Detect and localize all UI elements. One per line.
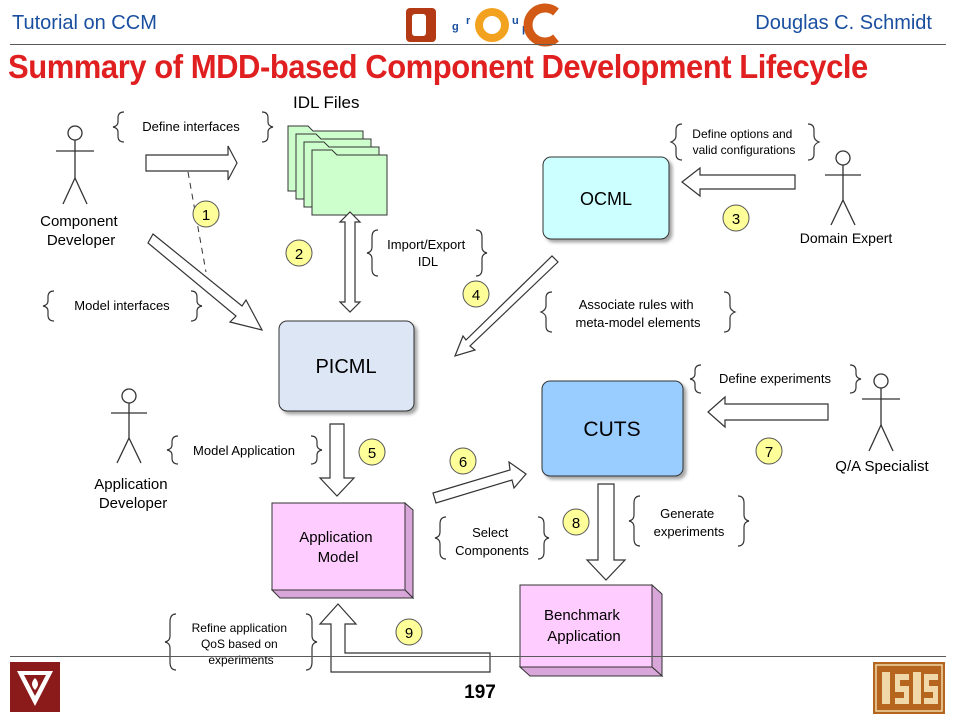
step-number-9: 9 (405, 625, 413, 642)
step-number-5: 5 (368, 445, 376, 462)
step-circle-1 (192, 200, 220, 228)
application-model-label: Application Model (299, 529, 377, 566)
step-number-8: 8 (572, 515, 580, 532)
benchmark-application-label: Benchmark Application (544, 607, 624, 645)
brace-import-export (366, 229, 488, 277)
brace-generate-experiments (628, 495, 750, 547)
select-components-text: Select Components (455, 525, 529, 558)
define-experiments-text: Define experiments (719, 371, 831, 386)
step-circle-2 (285, 239, 313, 267)
brace-define-experiments (689, 364, 862, 394)
brace-define-options (669, 123, 821, 161)
component-developer-figure (56, 125, 94, 205)
define-options-text: Define options and valid configurations (692, 127, 795, 157)
application-model-box (270, 501, 415, 600)
step-markers: 1 2 3 4 5 6 7 8 9 (192, 200, 783, 646)
step-circle-7 (755, 437, 783, 465)
arrow-cuts-to-benchmark (585, 483, 627, 581)
step-number-7: 7 (765, 444, 773, 461)
arrow-idl-picml-bidirectional (338, 211, 362, 313)
generate-experiments-text: Generate experiments (654, 506, 725, 539)
picml-box (278, 320, 415, 412)
header-rule (10, 44, 946, 45)
dashed-line-step1 (187, 171, 207, 273)
page-number: 197 (464, 682, 496, 703)
step-number-3: 3 (732, 211, 740, 228)
step-circle-9 (395, 618, 423, 646)
header-author: Douglas C. Schmidt (755, 12, 932, 34)
refine-application-text: Refine application QoS based on experime… (192, 621, 291, 667)
svg-text:r: r (466, 15, 471, 27)
arrow-appmodel-to-cuts (432, 460, 527, 504)
doc-group-logo: g r u p (406, 3, 559, 47)
step-number-4: 4 (472, 287, 480, 304)
step-number-2: 2 (295, 246, 303, 263)
arrow-ocml-to-picml (453, 255, 559, 357)
qa-specialist-figure (862, 373, 900, 452)
application-developer-label: Application Developer (94, 476, 172, 512)
brace-model-interfaces (42, 290, 203, 322)
cuts-label: CUTS (583, 418, 640, 441)
component-developer-label: Component Developer (40, 213, 122, 249)
svg-text:g: g (452, 21, 459, 33)
idl-files-icon (287, 125, 388, 216)
step-circle-3 (722, 204, 750, 232)
ocml-box (542, 156, 670, 240)
step-circle-5 (358, 438, 386, 466)
brace-associate-rules (539, 291, 737, 333)
define-interfaces-text: Define interfaces (142, 119, 240, 134)
arrow-developer-to-picml (147, 233, 264, 331)
university-logo (10, 662, 60, 712)
domain-expert-figure (825, 150, 861, 226)
import-export-text: Import/Export IDL (387, 237, 469, 269)
svg-text:u: u (512, 15, 519, 27)
page-title: Summary of MDD-based Component Developme… (8, 48, 868, 85)
step-circle-8 (562, 508, 590, 536)
model-application-text: Model Application (193, 443, 295, 458)
step-number-6: 6 (459, 454, 467, 471)
brace-refine-application (164, 613, 318, 671)
model-interfaces-text: Model interfaces (74, 298, 170, 313)
picml-label: PICML (315, 356, 376, 378)
arrow-picml-to-appmodel (318, 423, 356, 497)
step-number-1: 1 (202, 207, 210, 224)
domain-expert-label: Domain Expert (800, 230, 893, 246)
header-course-title: Tutorial on CCM (12, 12, 157, 34)
benchmark-application-box (518, 583, 664, 678)
application-developer-figure (111, 388, 147, 464)
isis-logo (873, 662, 945, 714)
step-circle-6 (449, 447, 477, 475)
arrow-benchmark-feedback (318, 603, 491, 673)
ocml-label: OCML (580, 189, 632, 209)
brace-select-components (434, 516, 550, 560)
cuts-box (541, 380, 684, 477)
arrow-developer-to-idl (145, 145, 238, 181)
arrow-domain-expert-to-ocml (681, 166, 796, 198)
footer-rule (10, 656, 946, 657)
brace-define-interfaces (112, 111, 274, 143)
associate-rules-text: Associate rules with meta-model elements (576, 297, 701, 330)
arrow-qa-to-cuts (707, 395, 829, 429)
brace-model-application (166, 435, 323, 465)
qa-specialist-label: Q/A Specialist (835, 458, 929, 475)
idl-files-label: IDL Files (293, 93, 359, 112)
step-circle-4 (462, 280, 490, 308)
